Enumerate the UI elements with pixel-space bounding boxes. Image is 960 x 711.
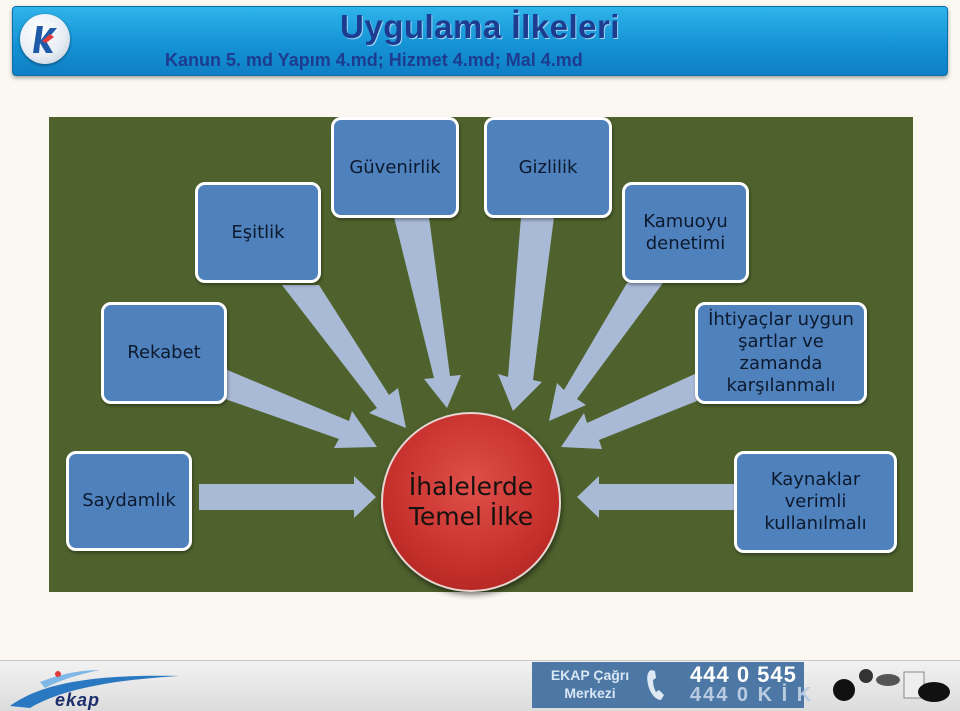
node-rekabet: Rekabet xyxy=(101,302,227,404)
phone-number-primary: 444 0 545 xyxy=(690,662,797,687)
ekap-swoosh-icon xyxy=(10,670,180,708)
phone-icon xyxy=(647,670,664,700)
node-gizlilik: Gizlilik xyxy=(484,117,612,218)
arrow-rekabet xyxy=(225,369,377,448)
node-esitlik: Eşitlik xyxy=(195,182,321,283)
node-kamuoyu-denetimi: Kamuoyu denetimi xyxy=(622,182,749,283)
arrow-kamuoyu xyxy=(549,283,663,421)
arrow-guvenirlik xyxy=(394,217,461,408)
call-center-label: EKAP Çağrı Merkezi xyxy=(550,667,630,701)
people-icon xyxy=(833,669,950,702)
footer-logo: ekap xyxy=(55,690,101,710)
arrow-esitlik xyxy=(282,285,406,428)
arrow-kaynaklar xyxy=(577,476,737,518)
header-banner xyxy=(12,6,948,76)
node-kaynaklar: Kaynaklar verimli kullanılmalı xyxy=(734,451,897,553)
arrow-saydamlik xyxy=(199,476,376,518)
node-saydamlik: Saydamlık xyxy=(66,451,192,551)
center-circle: İhalelerde Temel İlke xyxy=(381,412,561,592)
page-title: Uygulama İlkeleri xyxy=(340,8,620,45)
ekap-logo-icon xyxy=(20,14,70,64)
node-ihtiyaclar: İhtiyaçlar uygun şartlar ve zamanda karş… xyxy=(695,302,867,404)
arrow-gizlilik xyxy=(498,217,554,411)
diagram-arrows xyxy=(199,217,737,518)
center-label: İhalelerde Temel İlke xyxy=(408,472,534,531)
arrow-ihtiyaclar xyxy=(561,373,697,449)
node-guvenirlik: Güvenirlik xyxy=(331,117,459,218)
call-center-box xyxy=(532,662,804,708)
page-subtitle: Kanun 5. md Yapım 4.md; Hizmet 4.md; Mal… xyxy=(165,50,583,70)
phone-number-secondary: 444 0 K İ K xyxy=(690,684,814,706)
